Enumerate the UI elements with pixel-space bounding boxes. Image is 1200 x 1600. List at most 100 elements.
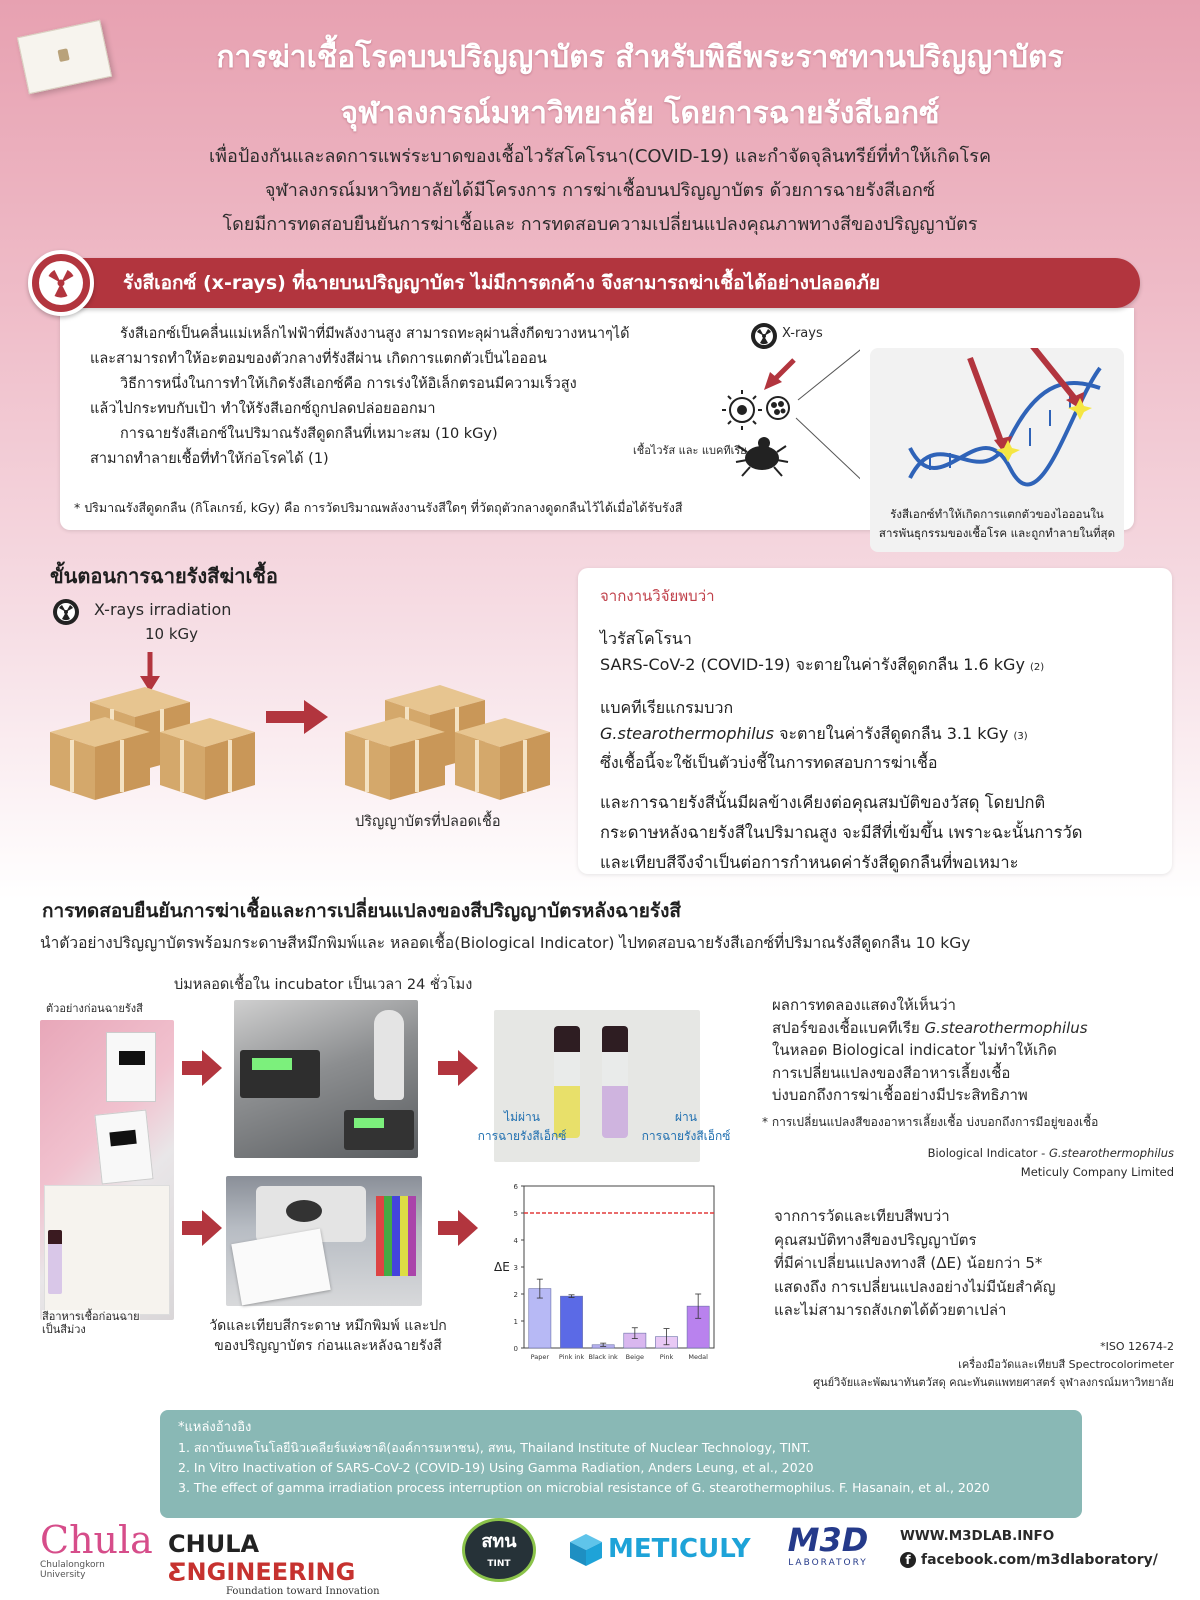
radiation-small-icon [751, 323, 777, 349]
sample-card [106, 1032, 156, 1102]
y-axis-label: ΔE [494, 1260, 510, 1274]
dose-footnote: * ปริมาณรังสีดูดกลืน (กิโลเกรย์, kGy) คื… [74, 500, 683, 515]
gloved-hand [374, 1010, 404, 1100]
test-subheading: นำตัวอย่างปริญญาบัตรพร้อมกระดาษสีหมึกพิม… [40, 934, 971, 952]
engineering-chula: CHULA [168, 1530, 260, 1558]
result-2-line: จากการวัดและเทียบสีพบว่า [774, 1207, 950, 1225]
paper-sample [231, 1228, 331, 1306]
incubator-device [344, 1110, 414, 1150]
engineering-tagline: Foundation toward Innovation [226, 1586, 380, 1597]
bi-credit-species: G.stearothermophilus [1048, 1146, 1174, 1160]
references-title: *แหล่งอ้างอิง [178, 1420, 252, 1435]
colorimeter-device [256, 1186, 366, 1242]
side-effect-line: และการฉายรังสีนั้นมีผลข้างเคียงต่อคุณสมบ… [600, 793, 1046, 812]
result-1-species: G.stearothermophilus [924, 1018, 1088, 1037]
color-swatches [376, 1196, 416, 1276]
y-tick-label: 0 [514, 1345, 518, 1353]
result-1: ผลการทดลองแสดงให้เห็นว่า สปอร์ของเชื้อแบ… [772, 994, 1088, 1107]
facebook-url: facebook.com/m3dlaboratory/ [921, 1552, 1158, 1568]
mite-icon [735, 437, 789, 477]
chula-subtitle: Chulalongkorn University [40, 1560, 105, 1580]
dna-caption-line: รังสีเอกซ์ทำให้เกิดการแตกตัวของไอออนใน [890, 507, 1104, 521]
dna-strand-illustration [908, 341, 1102, 487]
instrument-name: เครื่องมือวัดและเทียบสี Spectrocolorimet… [958, 1358, 1174, 1371]
result-1-line: สปอร์ของเชื้อแบคทีเรีย G.stearothermophi… [772, 1017, 1088, 1040]
sample-card [94, 1109, 154, 1185]
bacteria-ref: (3) [1013, 731, 1028, 742]
radiation-badge [28, 250, 94, 316]
facebook-link[interactable]: f facebook.com/m3dlaboratory/ [900, 1552, 1158, 1568]
findings-title: จากงานวิจัยพบว่า [600, 587, 715, 605]
bacteria-line: G.stearothermophilus จะตายในค่ารังสีดูดก… [600, 721, 1150, 750]
x-tick-label: Black ink [588, 1353, 618, 1361]
not-irradiated-label: ไม่ผ่าน การฉายรังสีเอ็กซ์ [462, 1108, 582, 1146]
y-tick-label: 4 [514, 1237, 519, 1245]
x-tick-label: Pink ink [559, 1353, 584, 1361]
result-2-line: และไม่สามารถสังเกตได้ด้วยตาเปล่า [774, 1301, 1007, 1319]
biological-indicator-tube [48, 1230, 62, 1294]
facebook-icon: f [900, 1552, 916, 1568]
result-2-line: คุณสมบัติทางสีของปริญญาบัตร [774, 1230, 977, 1249]
virus-line: SARS-CoV-2 (COVID-19) จะตายในค่ารังสีดูด… [600, 652, 1150, 681]
incubator-device [240, 1050, 320, 1098]
intro-line: จุฬาลงกรณ์มหาวิทยาลัยได้มีโครงการ การฆ่า… [264, 180, 936, 201]
color-measure-line: ของปริญญาบัตร ก่อนและหลังฉายรังสี [214, 1338, 442, 1354]
chart-frame [523, 1185, 715, 1349]
y-tick-label: 3 [514, 1264, 518, 1272]
references-box: *แหล่งอ้างอิง 1. สถาบันเทคโนโลยีนิวเคลีย… [160, 1410, 1082, 1518]
result-1-line: การเปลี่ยนแปลงของสีอาหารเลี้ยงเชื้อ [772, 1063, 1011, 1082]
tint-subtitle: TINT [487, 1559, 511, 1569]
xrays-label: X-rays [782, 326, 823, 341]
x-tick-label: Paper [531, 1353, 550, 1361]
reference-item: 3. The effect of gamma irradiation proce… [178, 1480, 990, 1495]
result-2-line: แสดงถึง การเปลี่ยนแปลงอย่างไม่มีนัยสำคัญ [774, 1277, 1056, 1296]
virus-ref: (2) [1030, 662, 1045, 673]
side-effect-line: กระดาษหลังฉายรังสีในปริมาณสูง จะมีสีที่เ… [600, 823, 1083, 842]
x-tick-label: Beige [626, 1353, 644, 1361]
dose-label: 10 kGy [145, 625, 199, 643]
media-color-line: สีอาหารเชื้อก่อนฉาย [42, 1310, 140, 1323]
indicator-tubes-photo [494, 1010, 700, 1162]
bar-pink-ink [560, 1295, 583, 1349]
xray-line: แล้วไปกระทบกับเป้า ทำให้รังสีเอกซ์ถูกปลด… [90, 401, 436, 417]
xray-paragraph: รังสีเอกซ์เป็นคลื่นแม่เหล็กไฟฟ้าที่มีพลั… [90, 322, 730, 472]
bi-credit-text: Biological Indicator - [927, 1146, 1049, 1160]
meticuly-wordmark: METICULY [608, 1534, 751, 1564]
title-line-2: จุฬาลงกรณ์มหาวิทยาลัย โดยการฉายรังสีเอกซ… [340, 96, 940, 131]
bacteria-icon [766, 396, 790, 420]
sterile-certificates-label: ปริญญาบัตรที่ปลอดเชื้อ [355, 814, 501, 830]
tint-wordmark: สทน [481, 1531, 517, 1552]
iso-note: *ISO 12674-2 [1100, 1340, 1174, 1353]
process-arrow [438, 1050, 478, 1086]
certificate-sample [44, 1185, 170, 1315]
bacteria-heading: แบคทีเรียแกรมบวก [600, 698, 734, 717]
step-arrow [266, 700, 328, 734]
color-change-note: * การเปลี่ยนแปลงสีของอาหารเลี้ยงเชื้อ บ่… [762, 1115, 1099, 1129]
germs-illustration [722, 323, 860, 480]
sample-label: ตัวอย่างก่อนฉายรังสี [46, 1002, 143, 1015]
intro-line: เพื่อป้องกันและลดการแพร่ระบาดของเชื้อไวร… [209, 146, 991, 167]
x-tick-label: Medal [688, 1353, 708, 1361]
findings-box: จากงานวิจัยพบว่า ไวรัสโคโรนา SARS-CoV-2 … [578, 568, 1172, 874]
certificate-thumbnail [16, 19, 113, 95]
intro-text: เพื่อป้องกันและลดการแพร่ระบาดของเชื้อไวร… [60, 140, 1140, 242]
x-tick-label: Pink [660, 1353, 674, 1361]
process-arrow [438, 1210, 478, 1246]
page-title: การฆ่าเชื้อโรคบนปริญญาบัตร สำหรับพิธีพระ… [110, 30, 1170, 142]
color-measure-caption: วัดและเทียบสีกระดาษ หมึกพิมพ์ และปก ของป… [186, 1316, 470, 1356]
dna-caption: รังสีเอกซ์ทำให้เกิดการแตกตัวของไอออนใน ส… [870, 505, 1124, 543]
xray-line: และสามารถทำให้อะตอมของตัวกลางที่รังสีผ่า… [90, 351, 547, 367]
xray-banner: รังสีเอกซ์ (x-rays) ที่ฉายบนปริญญาบัตร ไ… [38, 258, 1140, 308]
color-measure-line: วัดและเทียบสีกระดาษ หมึกพิมพ์ และปก [209, 1318, 447, 1334]
m3d-wordmark: M3D [787, 1521, 869, 1559]
website-link[interactable]: WWW.M3DLAB.INFO [900, 1528, 1055, 1544]
dna-caption-line: สารพันธุกรรมของเชื้อโรค และถูกทำลายในที่… [878, 526, 1116, 540]
reference-item: 2. In Vitro Inactivation of SARS-CoV-2 (… [178, 1460, 814, 1475]
virus-text: SARS-CoV-2 (COVID-19) จะตายในค่ารังสีดูด… [600, 655, 1025, 674]
incubator-photo [234, 1000, 418, 1158]
irradiation-label: X-rays irradiation [94, 600, 232, 619]
dna-panel [870, 341, 1124, 552]
chula-engineering-logo: CHULA ƸNGINEERING Foundation toward Inno… [168, 1530, 438, 1597]
germs-label: เชื้อไวรัส และ แบคทีเรีย [633, 444, 747, 457]
